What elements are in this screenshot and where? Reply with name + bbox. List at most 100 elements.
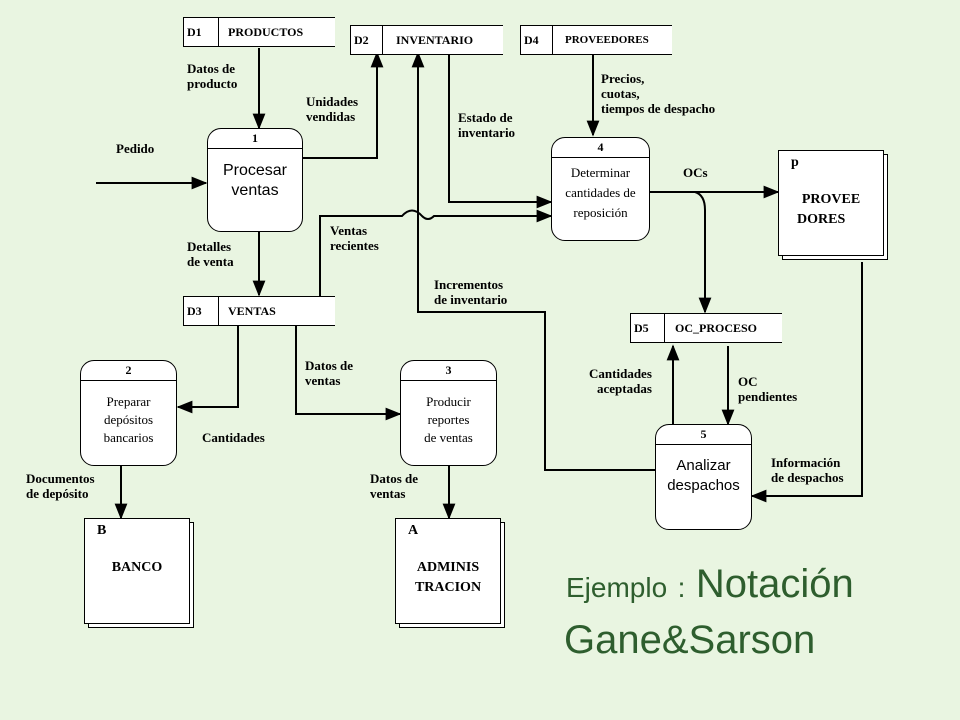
entity-banco: B BANCO xyxy=(84,518,194,630)
label-cantidades: Cantidades xyxy=(202,430,265,445)
process-4-line1: Determinar xyxy=(570,165,631,180)
label-datos-producto-2: producto xyxy=(187,75,238,91)
store-d1-id: D1 xyxy=(184,18,219,46)
store-d2-id: D2 xyxy=(351,26,383,54)
process-2-id: 2 xyxy=(125,363,132,377)
label-datos-ventas-1: Datos de ventas xyxy=(305,358,354,389)
label-cantidades-aceptadas-2: aceptadas xyxy=(597,380,652,396)
label-datos-ventas-2a: Datos de xyxy=(370,471,419,486)
process-4-id: 4 xyxy=(597,140,604,154)
label-precios-3: tiempos de despacho xyxy=(601,100,716,116)
label-documentos-deposito-1: Documentos xyxy=(26,471,95,486)
entity-proveedores-id: p xyxy=(791,155,799,170)
process-4-line2: cantidades de xyxy=(565,185,636,200)
store-d1: D1 PRODUCTOS xyxy=(183,17,335,47)
label-ocs: OCs xyxy=(683,165,708,180)
label-datos-ventas-2b: ventas xyxy=(370,485,406,501)
process-3-line1: Producir xyxy=(426,394,471,409)
slide-title-line2: Gane&Sarson xyxy=(564,618,816,662)
title-separator: : xyxy=(677,572,686,603)
process-1-line1: Procesar xyxy=(222,162,288,179)
entity-administracion: A ADMINIS TRACION xyxy=(395,518,505,630)
process-1-id: 1 xyxy=(252,131,258,145)
label-cantidades-aceptadas: Cantidades aceptadas xyxy=(589,366,652,397)
label-documentos-deposito-2: de depósito xyxy=(26,485,89,501)
process-3-id: 3 xyxy=(445,363,452,377)
label-detalles-venta: Detalles de venta xyxy=(187,239,234,270)
store-d3-id: D3 xyxy=(184,297,219,325)
process-2-line1: Preparar xyxy=(106,394,151,409)
process-5-line2: despachos xyxy=(667,477,740,494)
entity-proveedores-line2: DORES xyxy=(797,212,846,227)
entity-banco-line1: BANCO xyxy=(111,560,163,575)
entity-administracion-line1: ADMINIS xyxy=(416,560,480,575)
entity-banco-id: B xyxy=(97,523,107,538)
label-oc-pendientes-1: OC xyxy=(738,374,758,389)
label-informacion-despachos-1: Información xyxy=(771,455,841,470)
process-3-line3: de ventas xyxy=(424,430,473,445)
entity-proveedores-line1: PROVEE xyxy=(801,192,861,207)
label-oc-pendientes-2: pendientes xyxy=(738,388,798,404)
label-incrementos-1: Incrementos xyxy=(434,277,504,292)
label-datos-ventas-1a: Datos de xyxy=(305,358,354,373)
process-1: 1 Procesar ventas xyxy=(207,128,303,232)
store-d5: D5 OC_PROCESO xyxy=(630,313,782,343)
label-ventas-recientes-1: Ventas xyxy=(330,223,368,238)
process-5-line1: Analizar xyxy=(676,457,731,474)
label-informacion-despachos-2: de despachos xyxy=(771,469,844,485)
entity-administracion-line2: TRACION xyxy=(414,580,482,595)
process-4-line3: reposición xyxy=(573,205,628,220)
label-precios: Precios, cuotas, tiempos de despacho xyxy=(601,71,716,117)
process-3-line2: reportes xyxy=(427,412,470,427)
label-precios-1: Precios, xyxy=(601,71,645,86)
label-incrementos: Incrementos de inventario xyxy=(434,277,508,308)
label-ventas-recientes: Ventas recientes xyxy=(330,223,379,254)
flow-estado-inventario-line xyxy=(448,55,553,209)
label-documentos-deposito: Documentos de depósito xyxy=(26,471,95,502)
store-d5-name: OC_PROCESO xyxy=(675,320,758,335)
store-d4-name: PROVEEDORES xyxy=(565,34,649,46)
label-datos-producto-1: Datos de xyxy=(187,61,236,76)
store-d2: D2 INVENTARIO xyxy=(350,25,503,55)
flow-ventas-recientes-line xyxy=(319,209,553,296)
label-oc-pendientes: OC pendientes xyxy=(738,374,798,405)
store-d5-id: D5 xyxy=(631,314,665,342)
label-pedido: Pedido xyxy=(116,141,155,156)
label-detalles-venta-2: de venta xyxy=(187,253,234,269)
label-cantidades-aceptadas-1: Cantidades xyxy=(589,366,652,381)
store-d2-name: INVENTARIO xyxy=(396,32,474,47)
label-datos-ventas-1b: ventas xyxy=(305,372,341,388)
store-d4: D4 PROVEEDORES xyxy=(520,25,672,55)
label-unidades-vendidas-2: vendidas xyxy=(306,108,356,124)
label-ventas-recientes-2: recientes xyxy=(330,237,379,253)
flow-incrementos-line xyxy=(411,51,655,471)
process-4: 4 Determinar cantidades de reposición xyxy=(551,137,650,241)
entity-proveedores: p PROVEE DORES xyxy=(778,150,890,262)
title-part1: Ejemplo xyxy=(566,572,668,603)
process-2-line2: depósitos xyxy=(103,412,154,427)
process-5-id: 5 xyxy=(700,427,707,441)
label-precios-2: cuotas, xyxy=(601,85,640,101)
label-datos-producto: Datos de producto xyxy=(187,61,238,92)
label-estado-inventario-1: Estado de xyxy=(458,110,513,125)
label-unidades-vendidas: Unidades vendidas xyxy=(306,94,358,125)
label-estado-inventario: Estado de inventario xyxy=(458,110,516,141)
title-part2: Notación xyxy=(695,562,854,606)
store-d3-name: VENTAS xyxy=(228,303,276,318)
flow-unidades-vendidas-line xyxy=(303,51,384,159)
process-2: 2 Preparar depósitos bancarios xyxy=(80,360,177,466)
flow-informacion-despachos-line xyxy=(750,262,863,503)
label-incrementos-2: de inventario xyxy=(434,291,508,307)
entity-administracion-id: A xyxy=(408,523,419,538)
label-datos-ventas-2: Datos de ventas xyxy=(370,471,419,502)
process-3: 3 Producir reportes de ventas xyxy=(400,360,497,466)
label-estado-inventario-2: inventario xyxy=(458,124,516,140)
store-d3: D3 VENTAS xyxy=(183,296,335,326)
label-informacion-despachos: Información de despachos xyxy=(771,455,844,486)
flow-oc-to-d5-line xyxy=(694,191,712,314)
process-1-line2: ventas xyxy=(231,182,279,199)
label-detalles-venta-1: Detalles xyxy=(187,239,232,254)
slide-title-line1: Ejemplo : Notación xyxy=(566,562,854,607)
